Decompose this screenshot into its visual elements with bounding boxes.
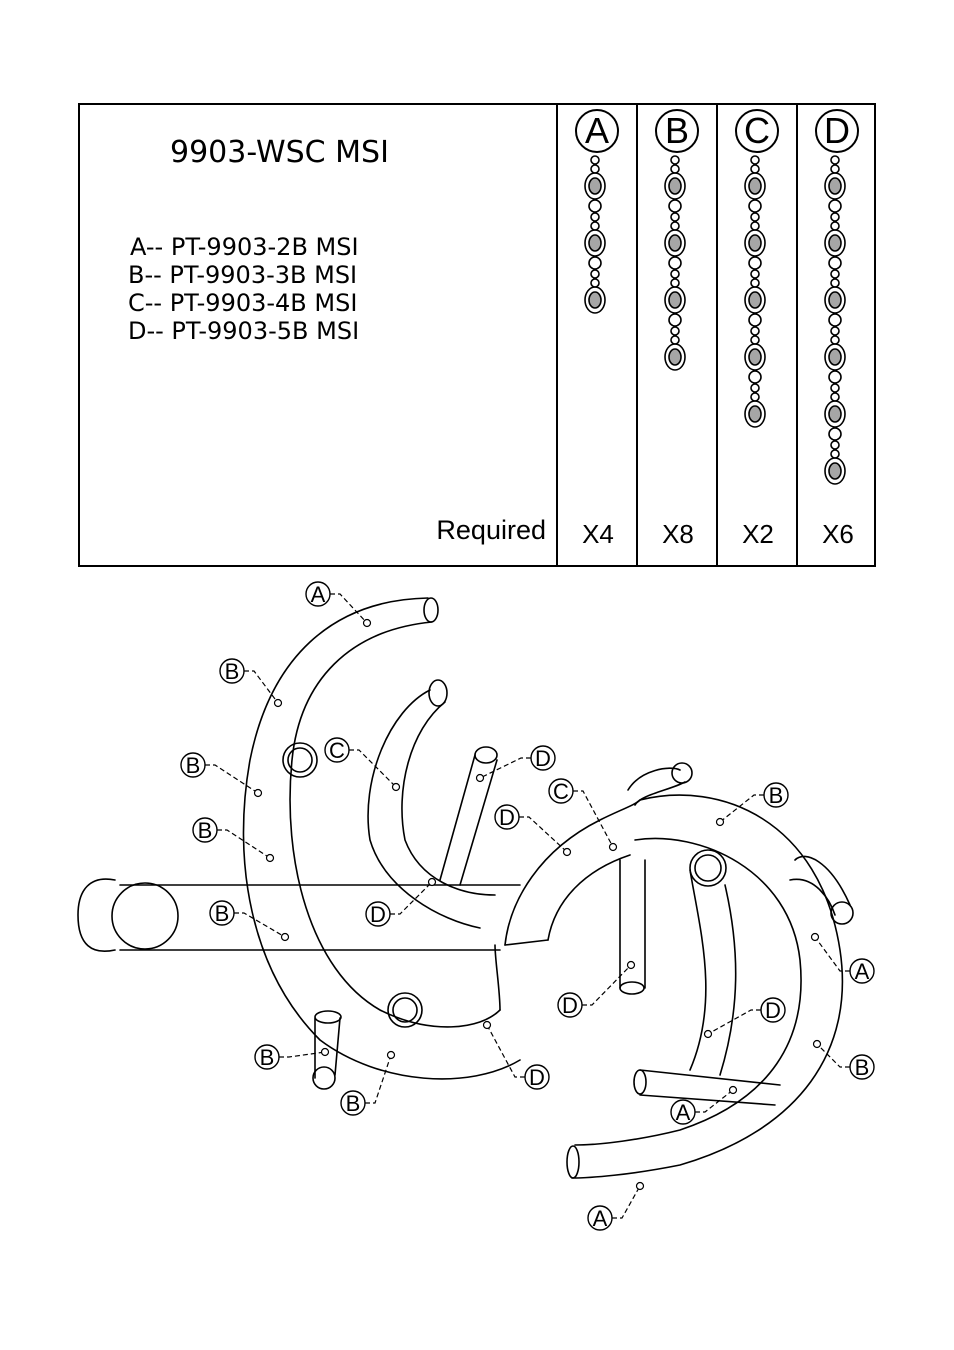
svg-text:B: B — [260, 1045, 275, 1070]
part-line-d: D-- PT-9903-5B MSI — [128, 317, 360, 345]
right-arm-outer — [571, 794, 844, 1179]
callout-b: B — [254, 1044, 330, 1070]
callout-b: B — [219, 658, 283, 708]
svg-text:B: B — [855, 1055, 870, 1080]
chain-d — [824, 155, 846, 485]
svg-text:B: B — [198, 818, 213, 843]
callout-b: B — [340, 1050, 396, 1116]
callout-d: D — [557, 960, 636, 1018]
left-arm-socket-upper — [282, 742, 318, 778]
column-divider — [796, 105, 798, 565]
callout-b: B — [180, 752, 263, 798]
qty-c: X2 — [742, 519, 774, 549]
callout-c: C — [548, 778, 618, 852]
left-short-tube — [314, 1017, 341, 1079]
callout-d: D — [482, 1020, 550, 1090]
right-arm-inner — [574, 837, 802, 1146]
svg-text:D: D — [529, 1065, 545, 1090]
base-bar-end-cap — [77, 878, 116, 952]
callout-b: B — [209, 900, 290, 942]
qty-d: X6 — [822, 519, 854, 549]
center-diagonal-tube — [439, 754, 498, 886]
left-arm-socket-lower — [387, 992, 423, 1028]
column-letter-b: B — [655, 109, 699, 153]
column-divider — [716, 105, 718, 565]
callout-b: B — [812, 1039, 875, 1080]
center-vertical-pipe — [619, 859, 646, 989]
svg-text:D: D — [499, 805, 515, 830]
qty-a: X4 — [582, 519, 614, 549]
callout-a: A — [670, 1085, 738, 1125]
bottom-horizontal-tube — [639, 1069, 781, 1106]
column-divider — [636, 105, 638, 565]
column-letter-a: A — [575, 109, 619, 153]
column-divider — [556, 105, 558, 565]
callout-a: A — [810, 932, 875, 984]
chain-illustrations — [584, 155, 846, 485]
svg-text:D: D — [562, 993, 578, 1018]
part-line-b: B-- PT-9903-3B MSI — [128, 261, 358, 289]
svg-text:A: A — [676, 1100, 691, 1125]
svg-text:A: A — [311, 582, 326, 607]
svg-text:B: B — [346, 1091, 361, 1116]
callout-b: B — [192, 817, 275, 863]
left-arm-top-end — [423, 597, 439, 623]
chain-b — [664, 155, 686, 371]
chain-a — [584, 155, 606, 314]
callout-d: D — [365, 877, 437, 927]
callout-c: C — [324, 737, 401, 792]
callout-d: D — [475, 745, 556, 783]
left-arm-outer — [242, 597, 521, 1080]
part-line-c: C-- PT-9903-4B MSI — [128, 289, 358, 317]
callout-b: B — [715, 782, 789, 827]
part-line-a: A-- PT-9903-2B MSI — [130, 233, 359, 261]
inner-arm-c-inner — [401, 701, 496, 896]
right-arm-socket — [689, 849, 727, 887]
callout-d: D — [703, 997, 786, 1039]
right-inner-tube — [689, 869, 737, 1076]
right-arm-link — [504, 799, 641, 946]
svg-text:D: D — [535, 746, 551, 771]
chain-c — [744, 155, 766, 428]
callout-d: D — [494, 804, 572, 857]
qty-b: X8 — [662, 519, 694, 549]
required-label: Required — [436, 515, 546, 545]
left-arm-lower — [494, 944, 501, 1011]
svg-text:C: C — [553, 779, 569, 804]
callout-a: A — [587, 1181, 645, 1231]
right-edge-tube — [789, 855, 851, 916]
base-bar — [119, 884, 521, 951]
inner-arm-c-outer — [367, 689, 481, 929]
base-bar-end-ring — [111, 882, 179, 950]
svg-text:D: D — [765, 998, 781, 1023]
column-letter-d: D — [815, 109, 859, 153]
svg-text:B: B — [225, 659, 240, 684]
callout-a: A — [305, 581, 372, 628]
svg-text:B: B — [215, 901, 230, 926]
svg-text:D: D — [370, 902, 386, 927]
svg-text:B: B — [186, 753, 201, 778]
left-arm-inner — [289, 621, 501, 1028]
svg-text:B: B — [769, 783, 784, 808]
svg-text:A: A — [593, 1206, 608, 1231]
svg-text:C: C — [329, 738, 345, 763]
column-letter-c: C — [735, 109, 779, 153]
svg-text:A: A — [855, 959, 870, 984]
right-top-tube — [627, 767, 686, 806]
model-title: 9903-WSC MSI — [170, 135, 389, 170]
parts-table: 9903-WSC MSI A-- PT-9903-2B MSI B-- PT-9… — [78, 103, 876, 567]
